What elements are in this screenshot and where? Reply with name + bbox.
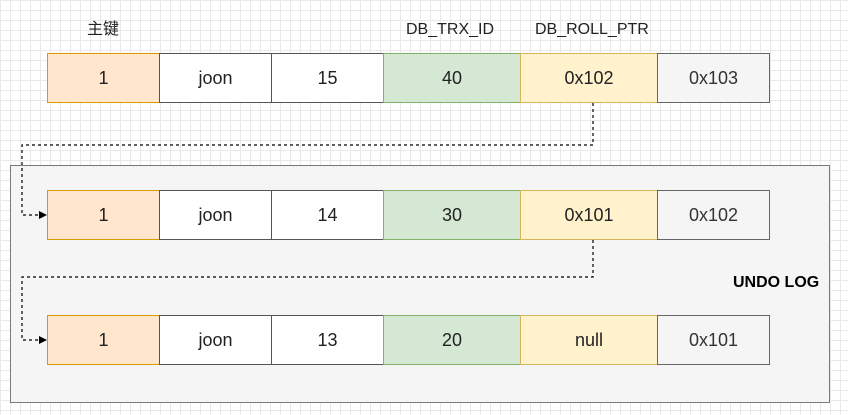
roll-pointer-arrow xyxy=(21,240,594,344)
pk-cell: 1 xyxy=(47,53,160,103)
value-cell: 15 xyxy=(271,53,384,103)
trx-id-cell: 40 xyxy=(383,53,521,103)
trx-id-cell: 30 xyxy=(383,190,521,240)
address-cell: 0x102 xyxy=(657,190,770,240)
undo-log-label: UNDO LOG xyxy=(733,274,820,291)
current-record-row: 1 joon 15 40 0x102 0x103 xyxy=(47,53,770,103)
primary-key-header: 主键 xyxy=(87,21,120,38)
trx-id-header: DB_TRX_ID xyxy=(406,21,495,38)
value-cell: 13 xyxy=(271,315,384,365)
roll-ptr-cell: 0x102 xyxy=(520,53,658,103)
address-cell: 0x103 xyxy=(657,53,770,103)
name-cell: joon xyxy=(159,190,272,240)
roll-pointer-arrow xyxy=(21,103,594,219)
undo-record-row: 1 joon 14 30 0x101 0x102 xyxy=(47,190,770,240)
pk-cell: 1 xyxy=(47,190,160,240)
name-cell: joon xyxy=(159,315,272,365)
trx-id-cell: 20 xyxy=(383,315,521,365)
value-cell: 14 xyxy=(271,190,384,240)
address-cell: 0x101 xyxy=(657,315,770,365)
pk-cell: 1 xyxy=(47,315,160,365)
roll-ptr-cell: null xyxy=(520,315,658,365)
undo-record-row: 1 joon 13 20 null 0x101 xyxy=(47,315,770,365)
roll-ptr-header: DB_ROLL_PTR xyxy=(535,21,649,38)
